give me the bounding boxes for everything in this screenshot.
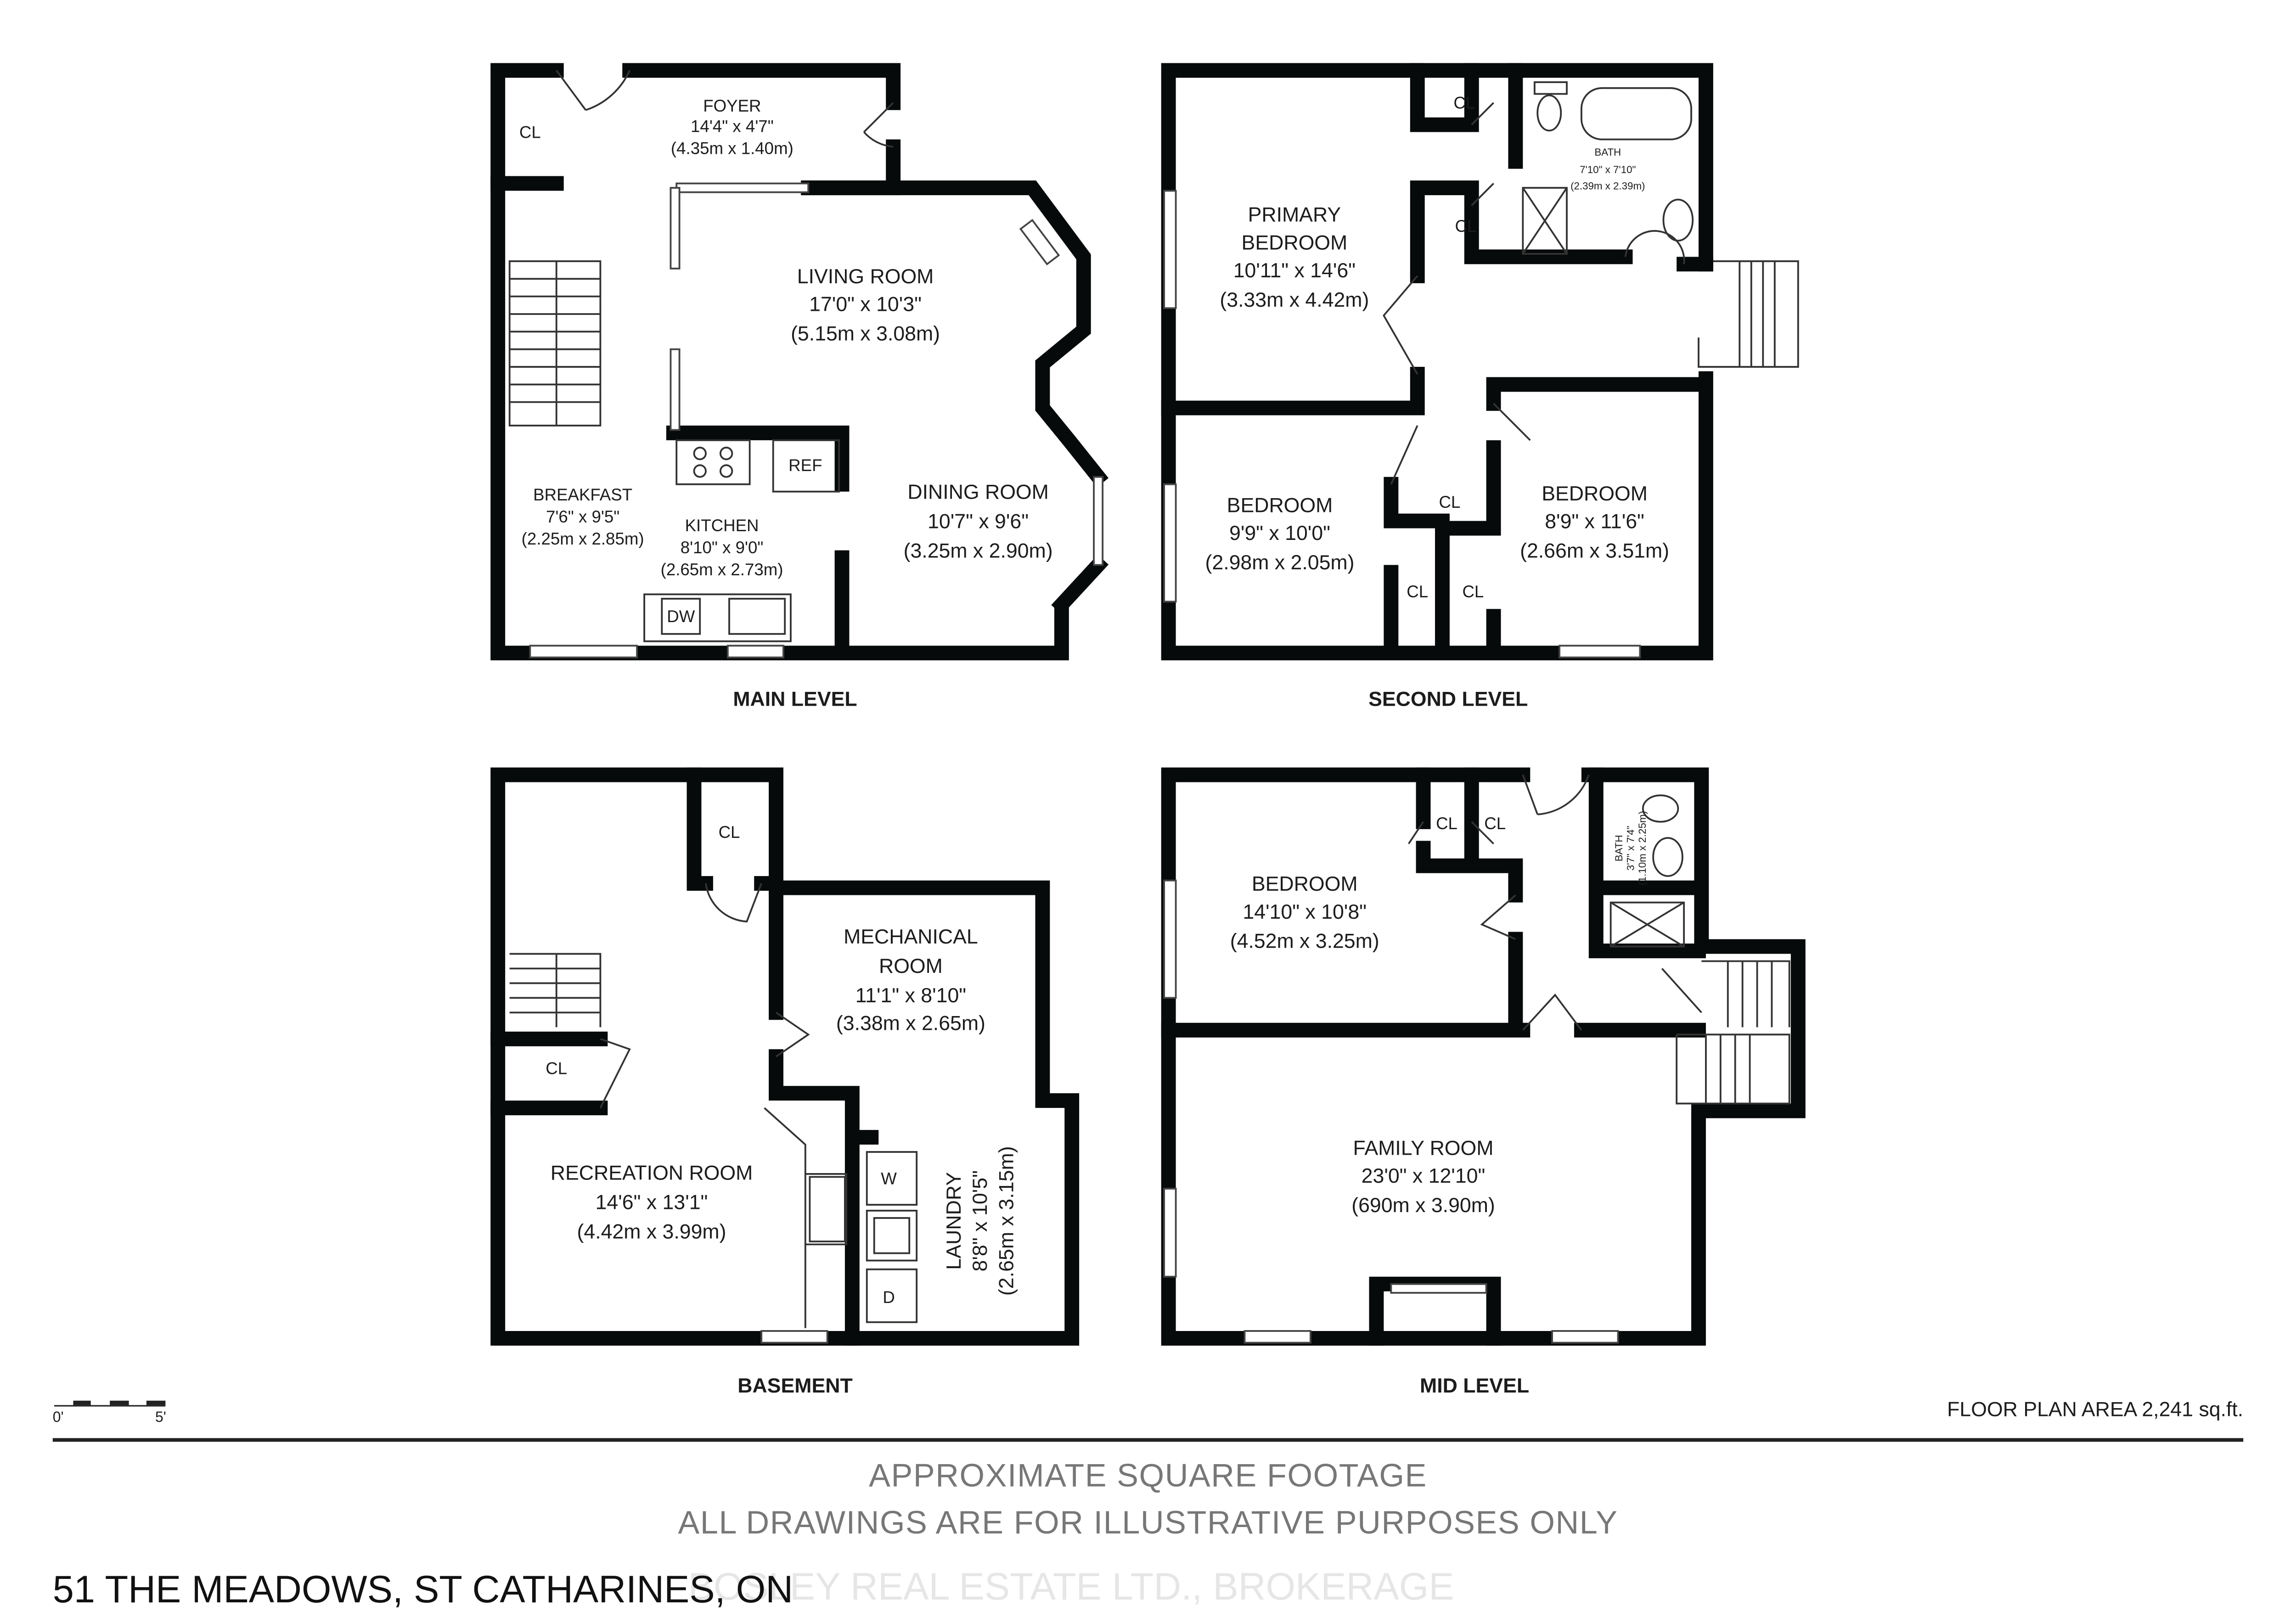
- sink-icon: [1652, 837, 1683, 877]
- basement-plan: CL CL W D MECHANICAL ROOM 11'1" x 8'10" …: [490, 767, 1080, 1397]
- closet-label: CL: [546, 1059, 567, 1078]
- room-name-line2: ROOM: [879, 955, 943, 977]
- level-title: MID LEVEL: [1420, 1375, 1529, 1397]
- dishwasher-icon: [661, 598, 701, 635]
- sink-icon: [728, 598, 786, 635]
- room-size-imperial: 23'0" x 12'10": [1362, 1165, 1486, 1187]
- closet-label: CL: [1455, 217, 1477, 236]
- room-size-imperial: 14'6" x 13'1": [596, 1191, 708, 1214]
- scale-end: 5': [155, 1409, 166, 1425]
- second-level-plan: CL CL CL CL CL PRIMARY BEDROOM 10'11" x …: [1161, 63, 1799, 710]
- room-name: BEDROOM: [1542, 483, 1648, 505]
- room-name-line2: BEDROOM: [1242, 231, 1348, 254]
- utility-sink-icon: [873, 1217, 911, 1254]
- scale-bar: 0' 5': [53, 1400, 166, 1425]
- room-size-imperial: 10'7" x 9'6": [928, 511, 1029, 533]
- room-size-metric: (3.38m x 2.65m): [836, 1012, 985, 1035]
- disclaimer-line2: ALL DRAWINGS ARE FOR ILLUSTRATIVE PURPOS…: [678, 1504, 1618, 1540]
- room-size-imperial: 8'10" x 9'0": [681, 538, 764, 557]
- room-size-imperial: 11'1" x 8'10": [855, 984, 966, 1007]
- room-size-imperial: 9'9" x 10'0": [1229, 522, 1330, 545]
- mid-level-plan: CL CL BEDROOM 14'10" x 10'8" (4.52m x 3.…: [1161, 767, 1806, 1397]
- room-name: KITCHEN: [685, 516, 759, 535]
- closet-label: CL: [1436, 814, 1458, 833]
- dishwasher-label: DW: [667, 607, 695, 626]
- closet-label: CL: [1453, 93, 1475, 112]
- room-size-metric: (2.66m x 3.51m): [1520, 540, 1669, 562]
- second-stairs: [1698, 260, 1799, 368]
- floor-plan-area: FLOOR PLAN AREA 2,241 sq.ft.: [1947, 1398, 2243, 1421]
- room-name: LIVING ROOM: [797, 265, 934, 288]
- closet-label: CL: [519, 123, 541, 141]
- room-size-metric: (4.35m x 1.40m): [671, 139, 793, 158]
- room-size-imperial: 8'8" x 10'5": [969, 1170, 991, 1271]
- toilet-icon: [1642, 794, 1679, 823]
- property-address: 51 THE MEADOWS, ST CATHARINES, ON: [53, 1568, 793, 1611]
- closet-label: CL: [1484, 814, 1506, 833]
- room-size-imperial: 17'0" x 10'3": [809, 293, 922, 316]
- room-size-metric: (3.25m x 2.90m): [904, 540, 1053, 562]
- washer-label: W: [881, 1169, 897, 1188]
- room-name: MECHANICAL: [844, 926, 978, 948]
- bathtub-icon: [1580, 87, 1692, 140]
- room-size-metric: (4.52m x 3.25m): [1230, 930, 1379, 953]
- room-name: BEDROOM: [1227, 494, 1333, 517]
- level-title: MAIN LEVEL: [733, 688, 857, 710]
- room-name: FOYER: [703, 96, 761, 115]
- room-name: BATH: [1594, 146, 1621, 158]
- room-name: PRIMARY: [1248, 204, 1341, 226]
- room-name: BATH: [1613, 835, 1625, 861]
- room-size-imperial: 14'10" x 10'8": [1243, 901, 1367, 923]
- room-size-imperial: 14'4" x 4'7": [691, 117, 774, 136]
- washer-icon: [866, 1151, 918, 1206]
- room-size-imperial: 3'7" x 7'4": [1625, 826, 1637, 871]
- level-title: BASEMENT: [737, 1375, 852, 1397]
- room-size-imperial: 10'11" x 14'6": [1233, 259, 1356, 282]
- basement-stairs: [509, 953, 602, 1028]
- room-name: LAUNDRY: [943, 1172, 965, 1270]
- room-size-metric: (2.65m x 2.73m): [661, 560, 783, 579]
- closet-label: CL: [1439, 493, 1460, 511]
- closet-label: CL: [1407, 582, 1428, 601]
- scale-start: 0': [53, 1409, 64, 1425]
- main-stairs: [508, 260, 602, 427]
- room-name: BREAKFAST: [533, 485, 632, 504]
- divider: [52, 1438, 2244, 1442]
- fridge-icon: [772, 439, 840, 493]
- room-size-imperial: 7'10" x 7'10": [1580, 164, 1636, 175]
- room-size-metric: (5.15m x 3.08m): [791, 322, 940, 345]
- room-size-metric: (4.42m x 3.99m): [577, 1221, 726, 1243]
- stove-icon: [675, 439, 751, 485]
- room-size-metric: (690m x 3.90m): [1351, 1194, 1495, 1217]
- room-size-metric: (1.10m x 2.25m): [1637, 811, 1648, 886]
- room-size-imperial: 8'9" x 11'6": [1545, 511, 1644, 533]
- closet-label: CL: [719, 823, 740, 842]
- room-size-metric: (2.65m x 3.15m): [996, 1146, 1018, 1296]
- disclaimer-line1: APPROXIMATE SQUARE FOOTAGE: [869, 1457, 1427, 1494]
- level-title: SECOND LEVEL: [1368, 688, 1528, 710]
- room-name: BEDROOM: [1252, 873, 1358, 895]
- room-name: FAMILY ROOM: [1353, 1137, 1494, 1159]
- room-size-metric: (3.33m x 4.42m): [1220, 289, 1369, 311]
- mid-stairs: [1676, 960, 1790, 1105]
- toilet-icon: [1536, 94, 1562, 132]
- dryer-label: D: [883, 1288, 895, 1307]
- room-size-metric: (2.39m x 2.39m): [1570, 180, 1645, 191]
- brokerage-watermark: BOSLEY REAL ESTATE LTD., BROKERAGE: [688, 1565, 1454, 1608]
- room-name: RECREATION ROOM: [551, 1162, 753, 1185]
- sink-icon: [1662, 198, 1694, 242]
- room-size-imperial: 7'6" x 9'5": [546, 507, 619, 526]
- closet-label: CL: [1462, 582, 1484, 601]
- dryer-icon: [866, 1268, 918, 1323]
- laundry-sink-icon: [809, 1176, 846, 1242]
- room-size-metric: (2.98m x 2.05m): [1205, 551, 1355, 574]
- fridge-label: REF: [788, 456, 822, 475]
- main-level-plan: CL REF DW FOYER 14'4" x 4'7" (4.35m x 1.…: [490, 63, 1109, 710]
- room-size-metric: (2.25m x 2.85m): [522, 529, 644, 548]
- room-name: DINING ROOM: [907, 481, 1048, 504]
